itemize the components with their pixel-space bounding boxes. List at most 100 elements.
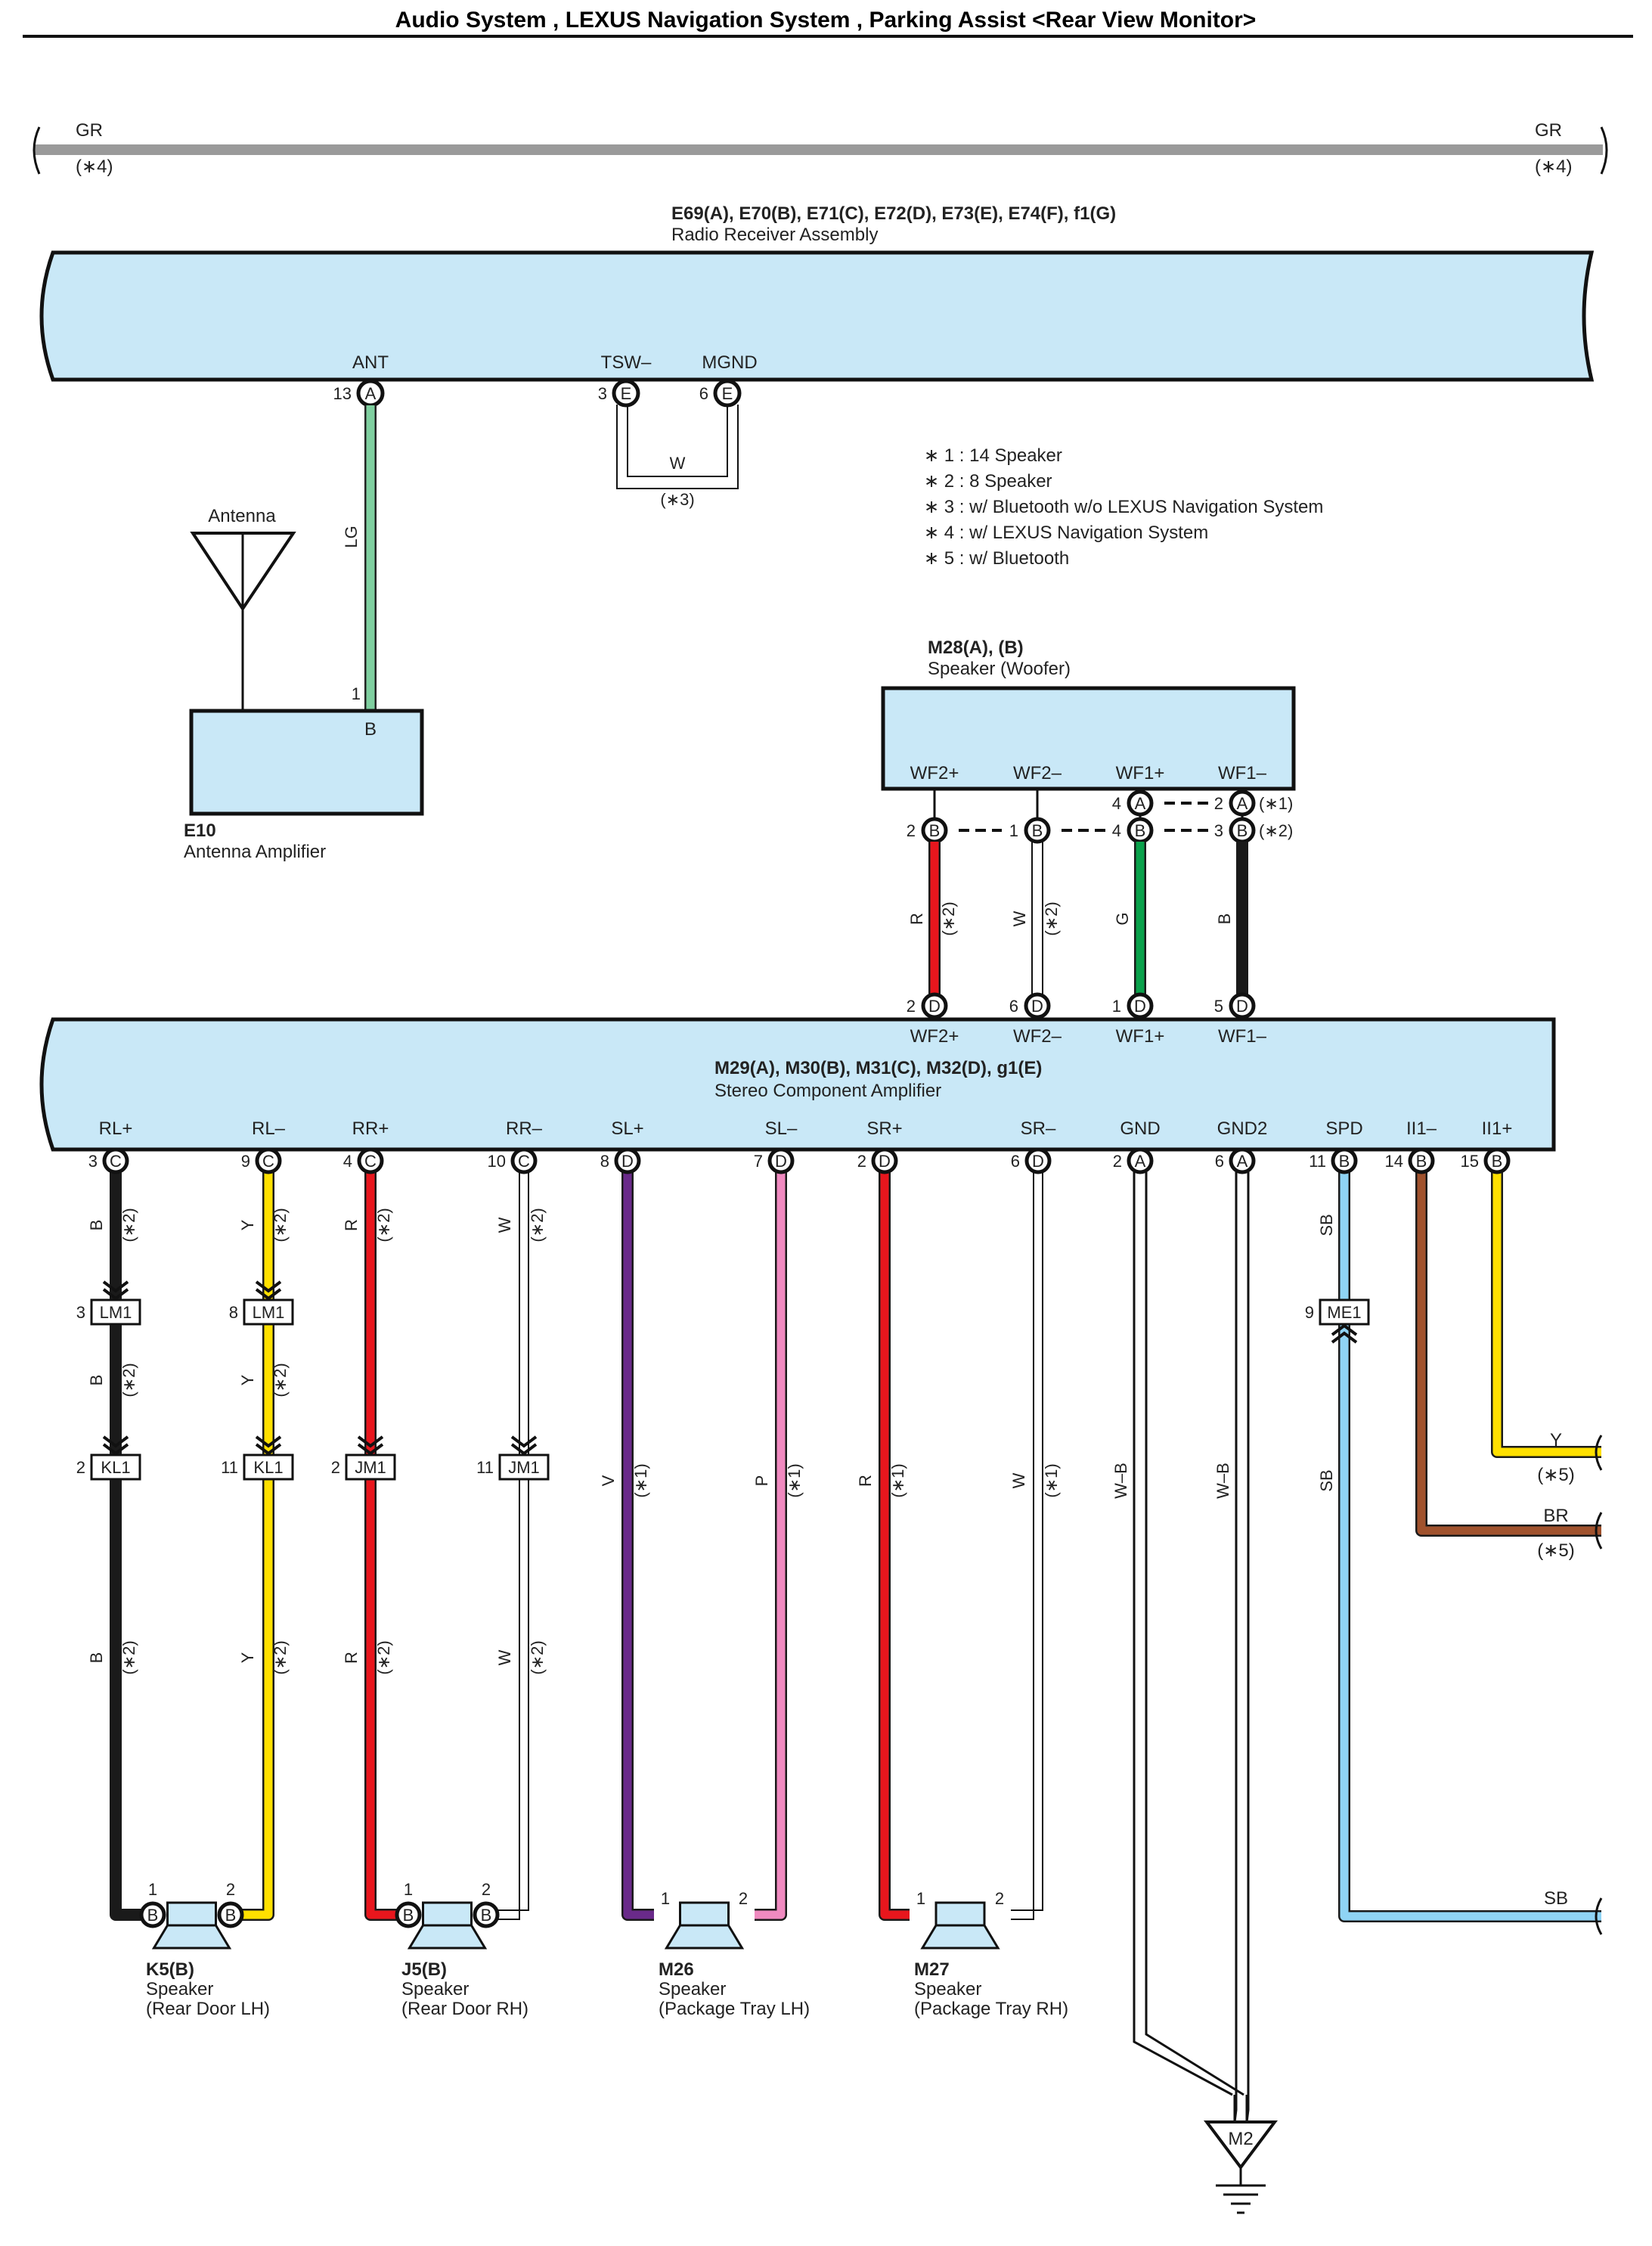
antenna: Antenna B E10 Antenna Amplifier xyxy=(184,506,424,862)
low-wire-note-2: (∗2) xyxy=(271,1640,290,1674)
amp-pin-num: 6 xyxy=(1011,1152,1020,1171)
radio-id: E69(A), E70(B), E71(C), E72(D), E73(E), … xyxy=(671,203,1116,224)
amp-w-letter-3: D xyxy=(1134,997,1146,1016)
tsw-mgnd-loop: W (∗3) xyxy=(616,405,739,509)
amp-pin-label: RL+ xyxy=(99,1118,133,1139)
speaker-1-icon xyxy=(139,1901,244,1950)
connector-label: LM1 xyxy=(100,1303,132,1322)
amp-top-label-4: WF1– xyxy=(1218,1026,1267,1047)
connector-label: ME1 xyxy=(1327,1303,1361,1322)
low-wire-note-3: (∗2) xyxy=(374,1640,393,1674)
spk1-pin1: 1 xyxy=(148,1880,157,1899)
upper-wire-color-rr-plus: R xyxy=(342,1219,361,1231)
upper-wire-color-spd: SB xyxy=(1317,1214,1336,1236)
connector-pin-num: 3 xyxy=(76,1303,85,1322)
amp-pin-num: 6 xyxy=(1215,1152,1224,1171)
tsw-wire-color: W xyxy=(670,454,686,473)
low-wire-color-2: Y xyxy=(238,1652,257,1663)
amp-pin-letter: C xyxy=(518,1152,530,1171)
amp-pin-label: RR+ xyxy=(352,1118,389,1139)
spk1-pin2: 2 xyxy=(226,1880,235,1899)
page-title: Audio System , LEXUS Navigation System ,… xyxy=(395,8,1257,33)
ii1-minus-wire xyxy=(1415,1172,1601,1537)
amp-pin-num: 3 xyxy=(88,1152,98,1171)
woofer-b-letter-4: B xyxy=(1237,821,1248,840)
radio-pin-label-ant: ANT xyxy=(352,352,389,373)
speaker-2-icon xyxy=(395,1901,500,1950)
note-5: ∗ 5 : w/ Bluetooth xyxy=(924,548,1069,569)
out-y-note: (∗5) xyxy=(1537,1465,1574,1485)
spk2-loc: (Rear Door RH) xyxy=(401,1999,528,2019)
mid-wire-color-sl-plus: V xyxy=(599,1475,618,1486)
amp-pin-letter: C xyxy=(110,1152,122,1171)
amp-top-label-3: WF1+ xyxy=(1116,1026,1165,1047)
spk3-id: M26 xyxy=(659,1959,694,1980)
woofer-term-wf1n: WF1– xyxy=(1218,763,1267,783)
woofer-b-num-1: 2 xyxy=(907,821,916,840)
amp-pin-label: RL– xyxy=(252,1118,286,1139)
amp-pin-label: SL+ xyxy=(611,1118,643,1139)
mid-upper-note-y: (∗2) xyxy=(271,1363,290,1397)
low-wire-color-3: R xyxy=(342,1652,361,1664)
mid-wire-note-sl-plus: (∗1) xyxy=(631,1463,650,1497)
amp-pin-label: SPD xyxy=(1325,1118,1362,1139)
amp-pin-letter: D xyxy=(621,1152,634,1171)
woofer-term-wf2n: WF2– xyxy=(1013,763,1062,783)
spk3-name: Speaker xyxy=(659,1979,726,1999)
amp-w-letter-4: D xyxy=(1236,997,1248,1016)
speaker-3-icon xyxy=(664,1901,745,1950)
amp-pin-label: SR– xyxy=(1021,1118,1056,1139)
woofer-wire-labels: R (∗2) W (∗2) G B xyxy=(907,901,1234,935)
woofer-b-letter-2: B xyxy=(1032,821,1043,840)
gr-left-note: (∗4) xyxy=(76,157,113,177)
lower-wires xyxy=(110,1172,1601,2123)
amp-w-letter-1: D xyxy=(928,997,941,1016)
spk2-name: Speaker xyxy=(401,1979,469,1999)
amp-pin-letter: D xyxy=(1032,1152,1044,1171)
upper-wire-color-rr-minus: W xyxy=(495,1217,514,1233)
amp-wire-1 xyxy=(242,1172,274,1921)
spk4-id: M27 xyxy=(914,1959,950,1980)
amp-pin-5: SL+D8 xyxy=(600,1118,644,1174)
amp-pin-6: SL–D7 xyxy=(754,1118,798,1174)
amp-pin-letter: B xyxy=(1492,1152,1503,1171)
amp-pin-num: 2 xyxy=(1113,1152,1122,1171)
mid-upper-color-b: B xyxy=(87,1375,106,1386)
spk1-letter2: B xyxy=(225,1906,237,1925)
amp-pin-num: 9 xyxy=(241,1152,250,1171)
out-br-note: (∗5) xyxy=(1537,1540,1574,1561)
woofer-wire-note-1: (∗2) xyxy=(939,901,958,935)
connector-label: LM1 xyxy=(253,1303,285,1322)
amp-pin-1: RL+ C3 xyxy=(88,1118,133,1174)
amp-wire-6 xyxy=(879,1172,910,1921)
mid-upper-color-y: Y xyxy=(238,1374,257,1385)
amp-pin-label: II1+ xyxy=(1482,1118,1513,1139)
amp-pin-label: SL– xyxy=(765,1118,798,1139)
ground-label: M2 xyxy=(1228,2129,1253,2149)
amp-top-label-1: WF2+ xyxy=(910,1026,959,1047)
connector-label: KL1 xyxy=(253,1458,283,1477)
ground-m2: M2 xyxy=(1204,2120,1278,2214)
woofer-b-note: (∗2) xyxy=(1259,821,1293,840)
amp-pin-label: SR+ xyxy=(866,1118,902,1139)
radio-pin-label-tsw: TSW– xyxy=(601,352,652,373)
antenna-amp-id: E10 xyxy=(184,821,216,841)
low-wire-color-1: B xyxy=(87,1652,106,1664)
spk1-name: Speaker xyxy=(146,1979,213,1999)
radio-pin-letter-e1: E xyxy=(621,384,632,403)
amp-wire-5 xyxy=(755,1172,787,1921)
spk1-letter1: B xyxy=(147,1906,159,1925)
amp-w-num-1: 2 xyxy=(907,997,916,1016)
woofer-id: M28(A), (B) xyxy=(928,638,1024,658)
amp-wire-white-3 xyxy=(497,1172,529,1920)
amp-pin-num: 11 xyxy=(1309,1152,1326,1171)
amp-top-labels: WF2+ WF2– WF1+ WF1– xyxy=(910,1026,1267,1047)
amp-w-num-4: 5 xyxy=(1214,997,1223,1016)
radio-receiver-assembly: E69(A), E70(B), E71(C), E72(D), E73(E), … xyxy=(39,203,1595,382)
amp-pin-letter: B xyxy=(1339,1152,1350,1171)
upper-wire-labels: B (∗2) Y (∗2) R (∗2) W (∗2) SB xyxy=(87,1208,1336,1242)
